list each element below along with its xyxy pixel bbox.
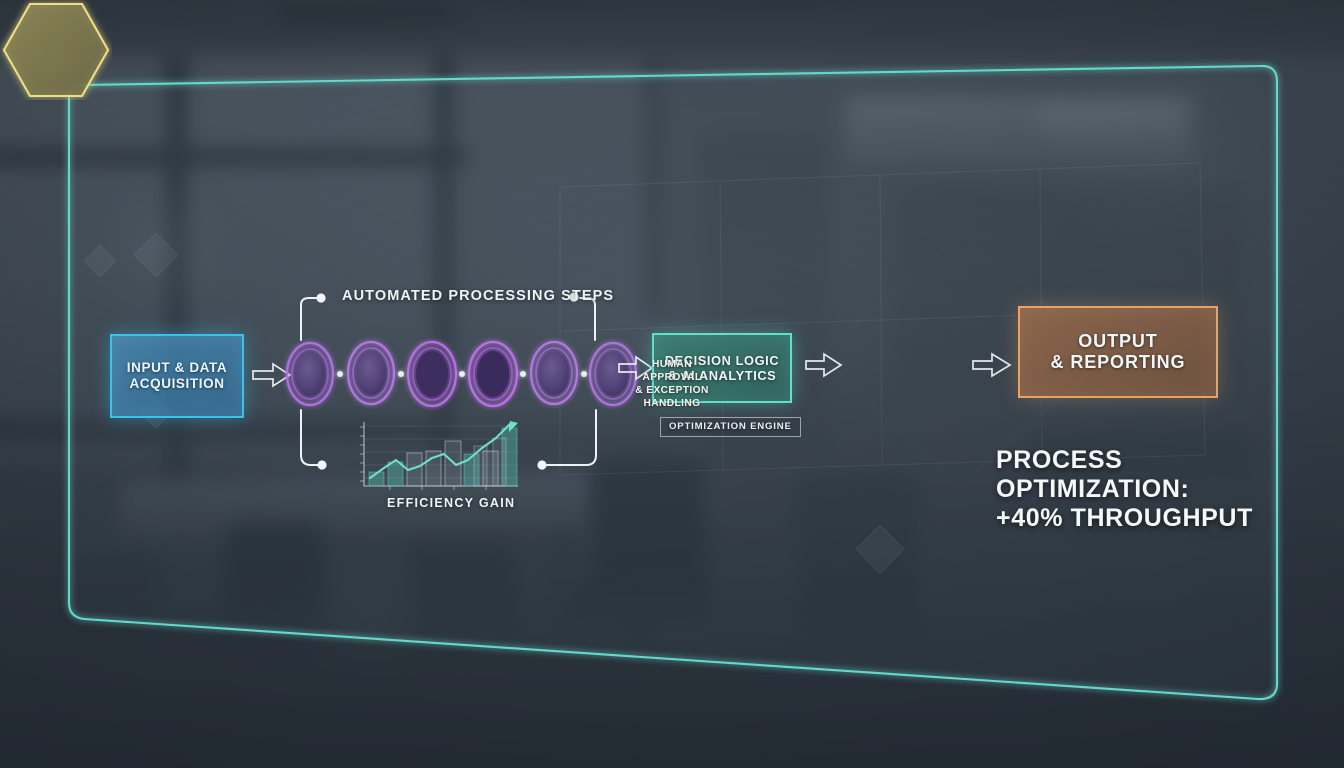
bracket-top-left	[300, 297, 317, 341]
decision-node-label-line1: DECISION LOGIC	[664, 352, 780, 368]
processing-node	[529, 340, 579, 406]
callout-process-optimization: PROCESS OPTIMIZATION: +40% THROUGHPUT	[996, 446, 1296, 533]
chart-bar	[482, 450, 499, 487]
processing-connector-dot	[459, 371, 465, 377]
callout-line-1: PROCESS OPTIMIZATION:	[996, 446, 1190, 503]
input-node-label-line2: ACQUISITION	[129, 376, 225, 391]
node-decision-logic-ai-analytics[interactable]: DECISION LOGIC & AI ANALYTICS	[652, 333, 792, 403]
hexagon-label-line2: APPROVAL	[642, 371, 702, 383]
bracket-bottom-right	[546, 409, 597, 466]
bracket-endpoint-dot	[537, 460, 547, 470]
arrow-approval-to-output	[972, 352, 1012, 378]
chart-bar	[473, 445, 488, 487]
processing-node	[285, 341, 335, 407]
output-node-label-line1: OUTPUT	[1078, 330, 1158, 351]
processing-connector-dot	[520, 371, 526, 377]
hexagon-label-line1: HUMAN	[652, 358, 692, 370]
processing-connector-dot	[581, 371, 587, 377]
arrow-input-to-processing	[252, 362, 292, 388]
arrow-processing-to-decision	[618, 355, 654, 381]
bracket-top-right	[579, 297, 596, 341]
bracket-endpoint-dot	[317, 460, 327, 470]
chart-trend-line	[368, 422, 512, 480]
label-efficiency-gain: EFFICIENCY GAIN	[387, 496, 516, 510]
processing-node	[467, 340, 519, 408]
chart-bars-secondary	[473, 437, 507, 487]
arrow-decision-to-approval	[805, 352, 843, 378]
node-output-reporting[interactable]: OUTPUT & REPORTING	[1018, 306, 1218, 398]
automated-processing-node-chain[interactable]	[285, 335, 638, 413]
bracket-endpoint-dot	[316, 293, 326, 303]
callout-line-2: +40% THROUGHPUT	[996, 504, 1253, 532]
chart-bar	[492, 437, 507, 487]
processing-connector-dot	[398, 371, 404, 377]
node-input-data-acquisition[interactable]: INPUT & DATA ACQUISITION	[110, 334, 244, 418]
chart-bar	[463, 453, 480, 487]
chart-trend-arrowhead	[509, 421, 518, 432]
label-automated-processing-steps: AUTOMATED PROCESSING STEPS	[342, 288, 615, 304]
processing-node-group	[285, 340, 638, 408]
bracket-bottom-left	[300, 409, 319, 466]
output-node-label-line2: & REPORTING	[1050, 352, 1186, 372]
decision-node-label-line2: & AI ANALYTICS	[667, 368, 777, 383]
processing-node	[346, 340, 396, 406]
input-node-label-line1: INPUT & DATA	[126, 360, 228, 376]
tag-optimization-engine[interactable]: OPTIMIZATION ENGINE	[660, 417, 801, 437]
bracket-endpoint-dot	[569, 292, 579, 302]
processing-node	[406, 340, 458, 408]
node-human-approval-exception-handling[interactable]: HUMAN APPROVAL & EXCEPTION HANDLING	[0, 0, 708, 409]
chart-bar	[387, 461, 404, 487]
hexagon-label-line3: & EXCEPTION	[635, 385, 709, 396]
hexagon-label-line4: HANDLING	[643, 398, 701, 410]
chart-efficiency-gain	[350, 418, 522, 494]
processing-connector-dot	[337, 371, 343, 377]
